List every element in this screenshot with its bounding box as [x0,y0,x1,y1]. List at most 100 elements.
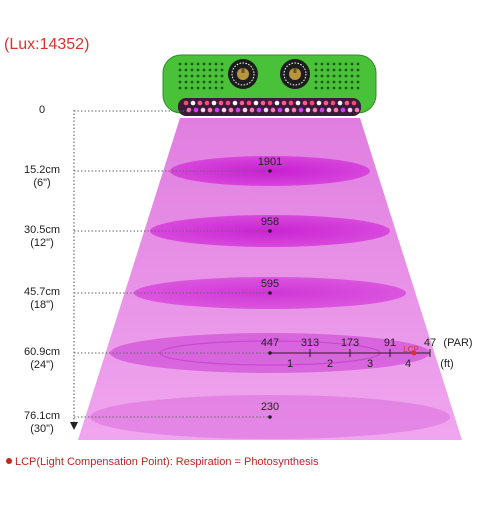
vent-hole [326,62,330,66]
vent-hole [214,62,218,66]
height-cm: 0 [38,104,46,116]
par-unit-label: (PAR) [443,337,473,349]
led-diode [330,100,336,106]
vent-hole [202,62,206,66]
led-diode [312,107,318,113]
led-diode [267,100,273,106]
vent-hole [344,62,348,66]
vent-hole [344,86,348,90]
lcp-legend-dot [6,458,12,464]
vent-hole [338,80,342,84]
vent-hole [214,68,218,72]
vent-hole [196,80,200,84]
vent-hole [208,68,212,72]
vent-hole [220,80,224,84]
vent-hole [332,74,336,78]
height-in: (18") [30,299,54,311]
led-diode [344,100,350,106]
led-diode [260,100,266,106]
vent-hole [202,86,206,90]
vent-hole [332,62,336,66]
led-diode [319,107,325,113]
vent-hole [338,74,342,78]
vent-hole [220,62,224,66]
led-diode [246,100,252,106]
led-diode [186,107,192,113]
vent-hole [332,68,336,72]
vent-hole [356,68,360,72]
led-diode [207,107,213,113]
led-diode [354,107,360,113]
vent-hole [314,80,318,84]
vent-hole [350,80,354,84]
vent-hole [356,74,360,78]
led-diode [225,100,231,106]
height-in: (6") [33,177,51,189]
led-diode [263,107,269,113]
par-value-6in: 1901 [257,156,283,168]
height-label-30in: 76.1cm (30") [16,410,68,436]
grow-light-fixture [162,54,377,116]
height-in: (24") [30,359,54,371]
vent-hole [332,86,336,90]
vent-hole [332,80,336,84]
led-diode [197,100,203,106]
vent-hole [208,86,212,90]
led-diode [239,100,245,106]
vent-hole [320,86,324,90]
par-value-12in: 958 [260,216,280,228]
vent-hole [344,74,348,78]
vent-hole [356,62,360,66]
dimmer-knob-icon [280,59,310,89]
vent-hole [196,86,200,90]
led-diode [309,100,315,106]
vent-hole [184,86,188,90]
led-diode [253,100,259,106]
vent-hole [350,86,354,90]
vent-hole [356,86,360,90]
vent-hole [208,74,212,78]
distance-4ft: 4 [404,358,412,370]
vent-hole [338,62,342,66]
vent-hole [190,86,194,90]
led-diode [183,100,189,106]
vent-hole [178,62,182,66]
vent-hole [190,68,194,72]
led-diode [242,107,248,113]
vent-hole [314,86,318,90]
distance-3ft: 3 [366,358,374,370]
vent-hole [202,74,206,78]
led-diode [295,100,301,106]
led-diode [323,100,329,106]
led-diode [232,100,238,106]
height-cm: 60.9cm [23,346,61,358]
ft-unit-label: (ft) [440,358,454,370]
par-value-18in: 595 [260,278,280,290]
lcp-legend: LCP(Light Compensation Point): Respirati… [6,456,319,468]
height-label-24in: 60.9cm (24") [16,346,68,372]
vent-hole [338,86,342,90]
lcp-marker [411,350,417,356]
row24-par-1: 313 [300,337,320,349]
led-diode [351,100,357,106]
vent-holes-icon [178,62,360,90]
vent-hole [178,74,182,78]
vent-hole [314,62,318,66]
height-cm: 76.1cm [23,410,61,422]
vent-hole [350,68,354,72]
vent-hole [326,68,330,72]
vent-hole [326,74,330,78]
vent-hole [184,74,188,78]
led-diode [200,107,206,113]
vent-hole [178,86,182,90]
led-diode [193,107,199,113]
vent-hole [214,74,218,78]
vent-hole [190,74,194,78]
led-array-icon [183,100,360,113]
height-label-6in: 15.2cm (6") [16,164,68,190]
vent-hole [220,86,224,90]
vent-hole [196,74,200,78]
led-diode [337,100,343,106]
vent-hole [190,80,194,84]
